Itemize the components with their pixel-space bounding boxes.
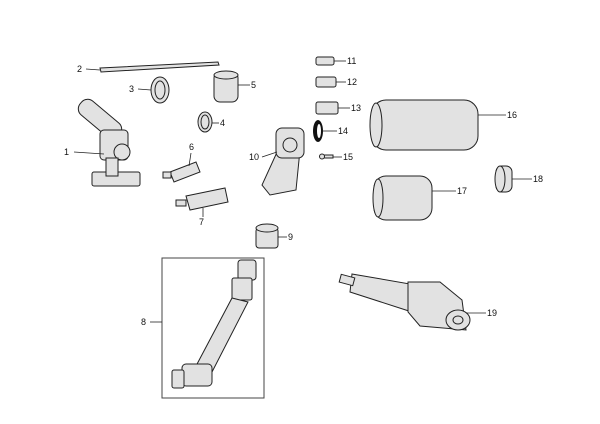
callout-12: 12 xyxy=(347,77,358,87)
callout-5: 5 xyxy=(251,80,257,90)
callout-10: 10 xyxy=(249,152,260,162)
part-10-elbow xyxy=(261,127,305,196)
callout-14: 14 xyxy=(338,126,349,136)
part-12-tag xyxy=(315,76,337,88)
part-16-bellows xyxy=(369,99,479,151)
callout-2: 2 xyxy=(77,64,83,74)
part-5-coupler xyxy=(213,70,239,103)
leader-lines xyxy=(73,60,532,323)
part-11-tag xyxy=(315,56,335,66)
part-19-nozzle xyxy=(338,273,471,331)
part-7-connector xyxy=(175,187,229,211)
callout-16: 16 xyxy=(507,110,518,120)
callout-3: 3 xyxy=(129,84,135,94)
callout-18: 18 xyxy=(533,174,544,184)
callout-1: 1 xyxy=(64,147,70,157)
callout-7: 7 xyxy=(199,217,205,227)
part-8-hose-assembly xyxy=(161,257,265,399)
callout-11: 11 xyxy=(347,56,357,66)
part-17-bellows xyxy=(372,175,433,221)
part-15-screw xyxy=(319,153,334,160)
part-14-seal xyxy=(313,120,323,142)
callout-4: 4 xyxy=(220,118,226,128)
callout-17: 17 xyxy=(457,186,468,196)
callout-13: 13 xyxy=(351,103,362,113)
callout-9: 9 xyxy=(288,232,294,242)
callout-19: 19 xyxy=(487,308,498,318)
part-2-rod xyxy=(99,61,220,73)
part-1-handle-assembly xyxy=(77,98,141,187)
part-18-cap xyxy=(494,165,513,193)
part-13-tag xyxy=(315,101,339,115)
part-3-clamp xyxy=(150,76,170,104)
callout-15: 15 xyxy=(343,152,354,162)
part-6-connector xyxy=(162,161,201,183)
part-4-ring xyxy=(197,111,213,133)
part-9-fitting xyxy=(255,223,279,249)
callout-6: 6 xyxy=(189,142,195,152)
callout-8: 8 xyxy=(141,317,147,327)
